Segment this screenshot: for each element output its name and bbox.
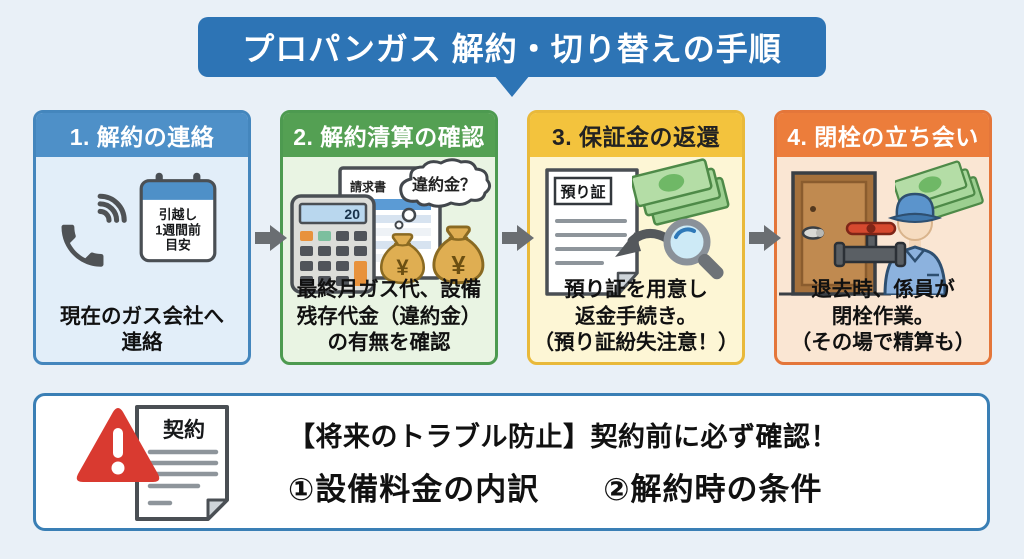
step-1-body: 引越し 1週間前 目安 現在のガス会社へ 連絡 bbox=[36, 157, 248, 362]
arrow-right-icon bbox=[748, 224, 781, 251]
notice-box: 契約 【将来のトラブル防止】契約前に必ず確認！ ①設備料金の内訳 ②解約時の条件 bbox=[33, 393, 990, 531]
step-4-body: 退去時、係員が 閉栓作業。 （その場で精算も） bbox=[777, 157, 989, 362]
step-card-4: 4. 閉栓の立ち会い bbox=[774, 110, 992, 365]
title-banner: プロパンガス 解約・切り替えの手順 bbox=[198, 17, 826, 77]
yen-symbol: ¥ bbox=[451, 252, 466, 280]
step-2-header: 2. 解約清算の確認 bbox=[283, 113, 495, 157]
step-3-body: 預り証 bbox=[530, 157, 742, 362]
invoice-label: 請求書 bbox=[350, 179, 386, 194]
notice-checklist: ①設備料金の内訳 ②解約時の条件 bbox=[288, 472, 823, 507]
warning-triangle-icon bbox=[76, 408, 160, 482]
arrow-right-icon bbox=[501, 224, 534, 251]
calendar-icon: 引越し 1週間前 目安 bbox=[139, 172, 217, 263]
contract-document-icon: 契約 bbox=[135, 405, 229, 521]
step-gap bbox=[251, 110, 287, 365]
step-gap bbox=[745, 110, 781, 365]
receipt-document-icon: 預り証 bbox=[545, 168, 639, 296]
banknotes-icon bbox=[632, 158, 730, 226]
step-2-body: 請求書 20 bbox=[283, 157, 495, 362]
step-card-3: 3. 保証金の返還 預り証 bbox=[527, 110, 745, 365]
step-1-caption: 現在のガス会社へ 連絡 bbox=[60, 304, 224, 355]
notice-headline: 【将来のトラブル防止】契約前に必ず確認！ bbox=[288, 422, 838, 452]
step-card-1: 1. 解約の連絡 引越し 1週間前 bbox=[33, 110, 251, 365]
gas-valve-icon bbox=[833, 221, 907, 268]
steps-row: 1. 解約の連絡 引越し 1週間前 bbox=[33, 110, 992, 365]
arrow-right-icon bbox=[254, 224, 287, 251]
phone-icon bbox=[61, 193, 127, 267]
step-3-caption: 預り証を用意し 返金手続き。 （預り証紛失注意！） bbox=[533, 278, 739, 355]
step-gap bbox=[498, 110, 534, 365]
yen-symbol: ¥ bbox=[396, 255, 409, 280]
receipt-label: 預り証 bbox=[560, 183, 605, 201]
step-2-caption: 最終月ガス代、設備 残存代金（違約金） の有無を確認 bbox=[296, 278, 482, 355]
bubble-text: 違約金？ bbox=[412, 175, 476, 194]
step-4-caption: 退去時、係員が 閉栓作業。 （その場で精算も） bbox=[790, 278, 976, 355]
calendar-note-line2: 1週間前 bbox=[155, 222, 201, 237]
calendar-note-line1: 引越し bbox=[159, 207, 197, 222]
step-1-header: 1. 解約の連絡 bbox=[36, 113, 248, 157]
notice-text: 【将来のトラブル防止】契約前に必ず確認！ ①設備料金の内訳 ②解約時の条件 bbox=[288, 415, 838, 509]
step-3-header: 3. 保証金の返還 bbox=[530, 113, 742, 157]
step-card-2: 2. 解約清算の確認 請求書 20 bbox=[280, 110, 498, 365]
step-4-header: 4. 閉栓の立ち会い bbox=[777, 113, 989, 157]
money-bags-icon: ¥ ¥ bbox=[379, 225, 485, 285]
notice-icons: 契約 bbox=[76, 400, 240, 524]
magnifier-icon bbox=[663, 218, 724, 280]
contract-label: 契約 bbox=[162, 418, 205, 442]
calendar-note-line3: 目安 bbox=[165, 238, 191, 253]
calculator-icon: 20 bbox=[290, 194, 376, 294]
calculator-display: 20 bbox=[344, 206, 360, 222]
thought-bubble-icon: 違約金？ bbox=[394, 158, 492, 230]
page-title: プロパンガス 解約・切り替えの手順 bbox=[242, 31, 782, 67]
